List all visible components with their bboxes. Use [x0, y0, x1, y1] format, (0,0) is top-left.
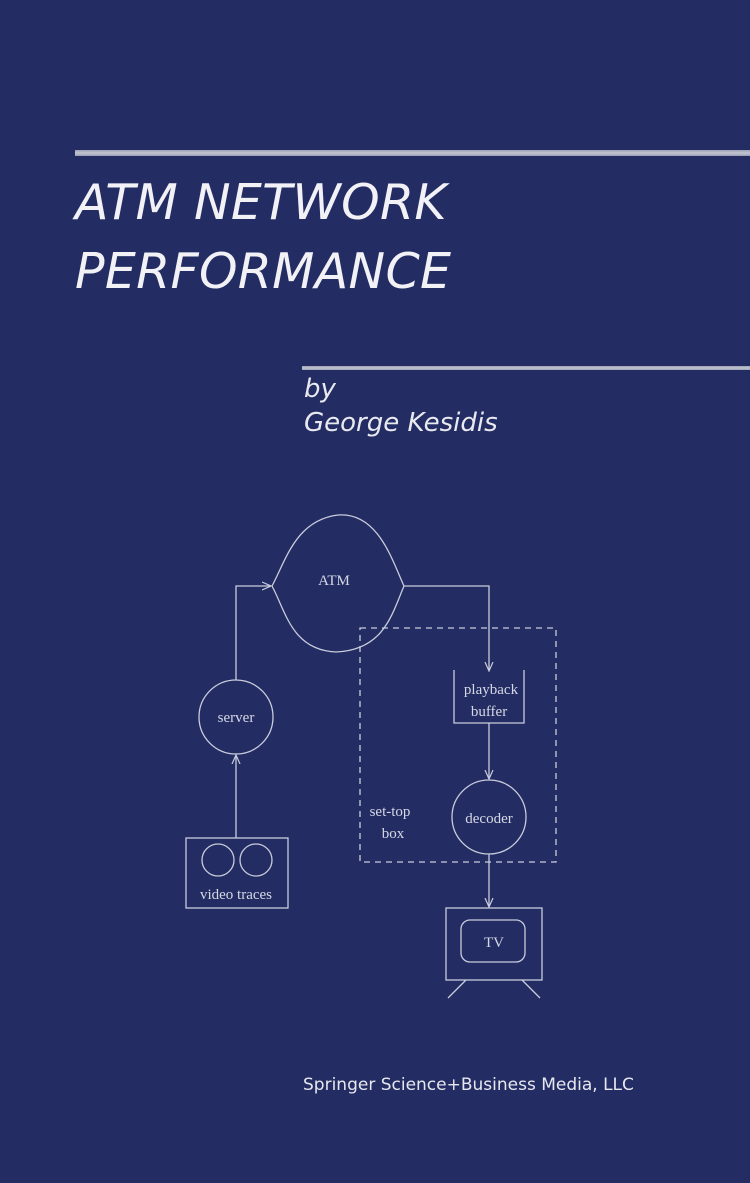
playback-label: playback — [464, 682, 519, 698]
decoder-label: decoder — [465, 811, 512, 827]
server-label: server — [218, 710, 255, 726]
box-label: box — [382, 826, 405, 842]
tv-frame — [445, 907, 543, 981]
set-top-box-boundary — [359, 627, 557, 863]
video-traces-box — [185, 837, 289, 909]
tv-label: TV — [484, 935, 504, 951]
title-line-2: PERFORMANCE — [75, 243, 452, 300]
middle-rule — [302, 366, 750, 370]
buffer-label: buffer — [471, 704, 507, 720]
by-label: by — [304, 374, 336, 404]
tape-reel-right-icon — [239, 843, 273, 877]
set-top-label: set-top — [370, 804, 411, 820]
title-line-1: ATM NETWORK — [75, 174, 447, 231]
author-name: George Kesidis — [304, 408, 498, 438]
publisher-name: Springer Science+Business Media, LLC — [303, 1075, 634, 1095]
top-rule — [75, 150, 750, 156]
tv-legs — [447, 979, 541, 999]
tv-screen — [460, 919, 526, 963]
book-title: ATM NETWORK PERFORMANCE — [75, 168, 451, 306]
atm-to-buffer-arrow — [404, 585, 489, 670]
server-to-atm-arrow — [235, 586, 270, 680]
atm-label: ATM — [318, 573, 350, 589]
video-traces-label: video traces — [200, 887, 272, 903]
tape-reel-left-icon — [201, 843, 235, 877]
